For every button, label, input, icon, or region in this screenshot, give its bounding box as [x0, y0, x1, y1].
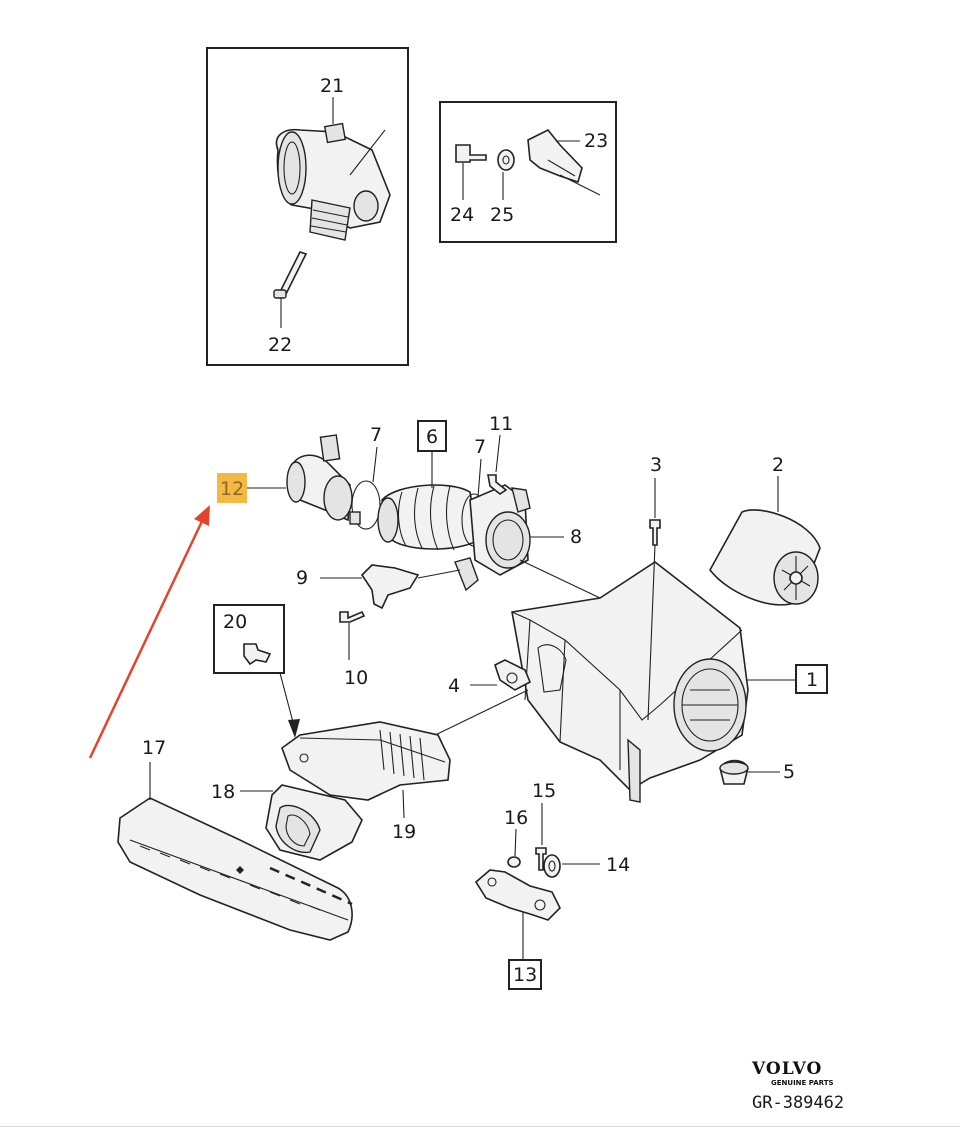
label-6-box: [417, 420, 447, 452]
washer-part-16[interactable]: [507, 856, 521, 868]
screw-part-10[interactable]: [339, 610, 366, 623]
diagram-reference: GR-389462: [752, 1093, 844, 1113]
label-25: 25: [490, 204, 514, 226]
air-duct-part-19[interactable]: [281, 721, 451, 801]
label-15: 15: [532, 780, 556, 802]
label-21: 21: [320, 75, 344, 97]
label-11: 11: [489, 413, 513, 435]
duct-adapter-part-18[interactable]: [265, 784, 363, 861]
label-20: 20: [223, 611, 247, 633]
clip-part-20[interactable]: [243, 643, 272, 666]
label-10: 10: [344, 667, 368, 689]
label-12[interactable]: 12: [220, 478, 244, 500]
label-8: 8: [570, 526, 582, 548]
bracket-part-9[interactable]: [360, 564, 420, 610]
washer-part-25[interactable]: [497, 149, 515, 171]
throttle-body-part[interactable]: [275, 122, 391, 241]
label-4: 4: [448, 675, 460, 697]
bellows-hose-part-6[interactable]: [377, 484, 479, 551]
label-1-box: [795, 664, 828, 694]
hose-clamp-part-7a[interactable]: [349, 480, 381, 530]
filter-element-part-2[interactable]: [709, 509, 821, 606]
label-7b: 7: [474, 436, 486, 458]
label-18: 18: [211, 781, 235, 803]
label-1: 1: [806, 669, 818, 691]
mass-airflow-housing-part-8[interactable]: [454, 484, 531, 592]
label-24: 24: [450, 204, 474, 226]
label-9: 9: [296, 567, 308, 589]
pointer-arrowhead: [288, 719, 300, 738]
bracket-part-13[interactable]: [474, 869, 561, 921]
annotation-arrow: [88, 516, 206, 759]
grommet-part-14[interactable]: [543, 854, 561, 878]
label-6: 6: [426, 426, 438, 448]
sensor-part[interactable]: [527, 128, 601, 196]
label-23: 23: [584, 130, 608, 152]
label-12-highlight: [217, 473, 247, 503]
label-2: 2: [772, 454, 784, 476]
label-22: 22: [268, 334, 292, 356]
grommet-part-5[interactable]: [719, 759, 749, 785]
screw-part-11[interactable]: [487, 474, 508, 495]
label-13: 13: [513, 964, 537, 986]
label-7a: 7: [370, 424, 382, 446]
label-20-box: [213, 604, 285, 674]
label-17: 17: [142, 737, 166, 759]
screw-part-15[interactable]: [535, 847, 547, 871]
label-16: 16: [504, 807, 528, 829]
brand-logo: VOLVO: [751, 1059, 822, 1079]
bracket-part-4[interactable]: [494, 659, 532, 691]
label-5: 5: [783, 761, 795, 783]
label-14: 14: [606, 854, 630, 876]
label-19: 19: [392, 821, 416, 843]
annotation-arrowhead: [194, 505, 210, 526]
screw-part-24[interactable]: [455, 144, 487, 163]
inset-box-throttle: [206, 47, 409, 366]
brand-tagline: GENUINE PARTS: [771, 1079, 834, 1087]
label-13-box: [508, 959, 542, 990]
inset-box-sensor: [439, 101, 617, 243]
screw-part-3[interactable]: [649, 519, 661, 546]
throttle-bolt-part[interactable]: [273, 251, 308, 299]
air-filter-housing-part-1[interactable]: [511, 561, 749, 803]
label-3: 3: [650, 454, 662, 476]
footer-divider: [0, 1126, 960, 1127]
dashed-assembly-line: [269, 866, 353, 906]
intake-pipe-part-12[interactable]: [286, 434, 353, 522]
air-intake-part-17[interactable]: [117, 797, 353, 941]
